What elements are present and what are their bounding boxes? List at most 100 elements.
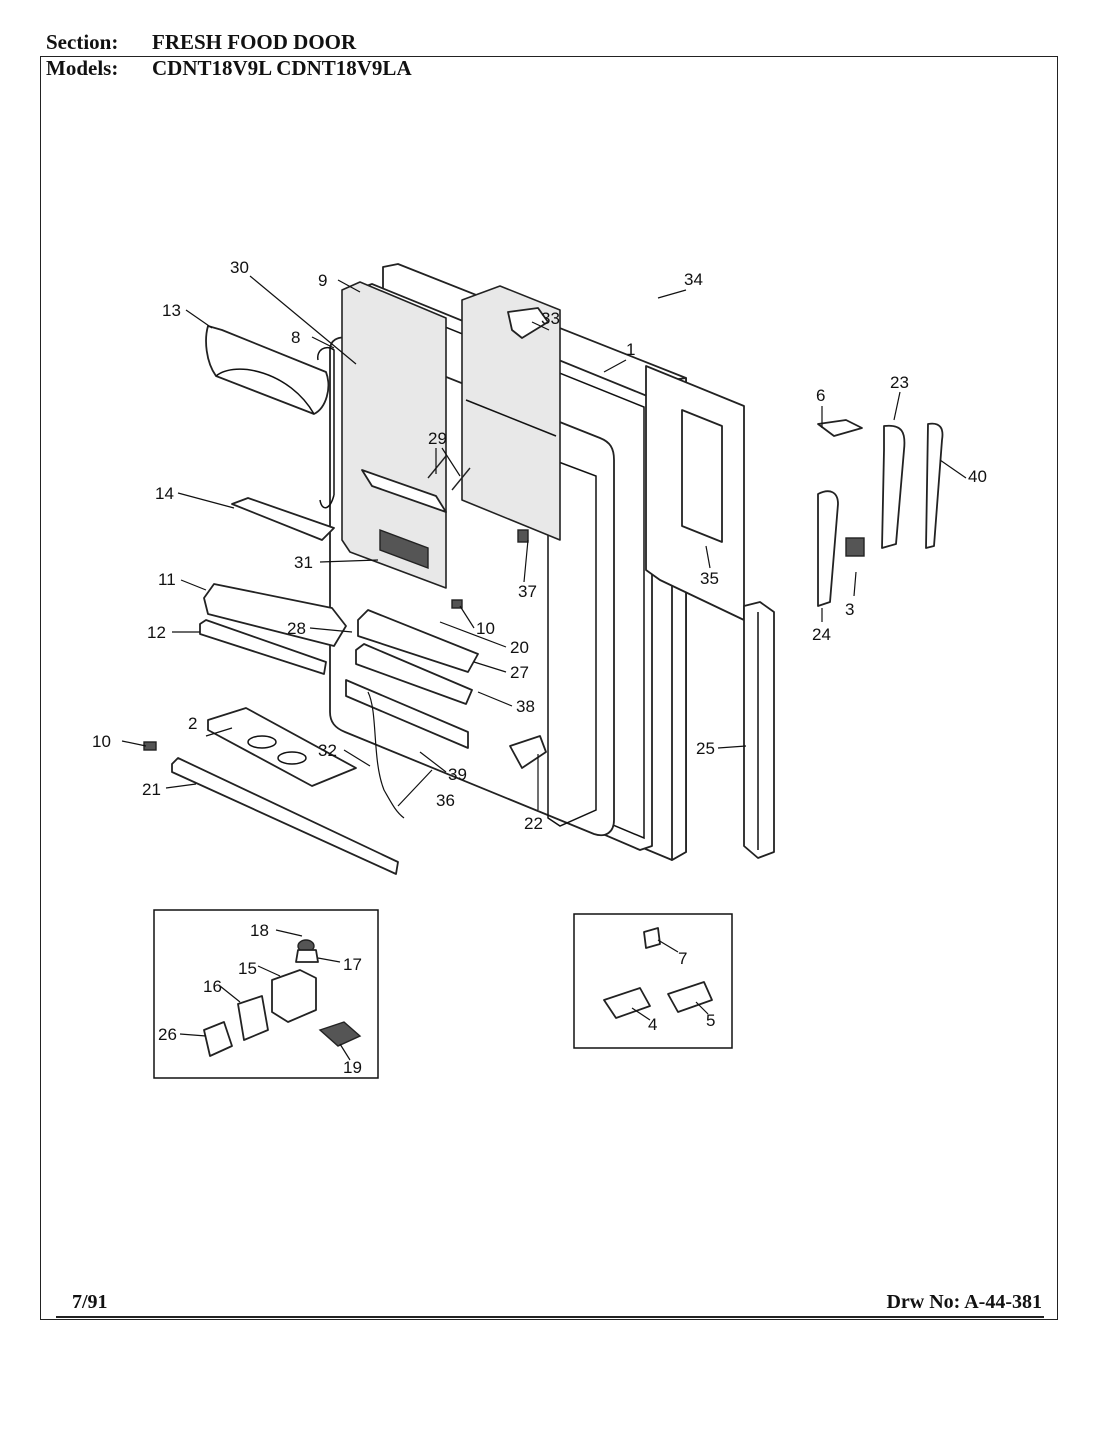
screw-b bbox=[451, 467, 471, 491]
callout-35: 35 bbox=[700, 569, 719, 588]
door-guard-insert bbox=[207, 707, 357, 787]
leader-33 bbox=[531, 321, 550, 331]
callout-29: 29 bbox=[428, 429, 447, 448]
callout-33: 33 bbox=[541, 309, 560, 328]
callout-26: 26 bbox=[158, 1025, 177, 1044]
door-stop-inset-box bbox=[573, 913, 733, 1049]
callout-38: 38 bbox=[516, 697, 535, 716]
leader-23 bbox=[893, 391, 901, 421]
hinge-plate bbox=[817, 419, 863, 437]
leader-38 bbox=[477, 691, 513, 707]
leader-34 bbox=[657, 289, 687, 299]
section-title: FRESH FOOD DOOR bbox=[152, 30, 357, 54]
section-label: Section: bbox=[46, 30, 119, 54]
leader-2 bbox=[205, 727, 233, 737]
models-label: Models: bbox=[46, 56, 119, 80]
callout-23: 23 bbox=[890, 373, 909, 392]
leader-30 bbox=[249, 275, 357, 365]
drawing-frame bbox=[40, 56, 1058, 1320]
callout-16: 16 bbox=[203, 977, 222, 996]
leader-13 bbox=[185, 309, 213, 329]
door-stop-right bbox=[603, 987, 651, 1019]
door-shelf-bin-upper bbox=[203, 583, 347, 647]
dairy-bin-contour bbox=[215, 368, 315, 415]
callout-13: 13 bbox=[162, 301, 181, 320]
leader-20 bbox=[439, 621, 507, 648]
callout-25: 25 bbox=[696, 739, 715, 758]
hinge-pin-bushing bbox=[295, 949, 319, 963]
callout-8: 8 bbox=[291, 328, 300, 347]
callout-10: 10 bbox=[476, 619, 495, 638]
retainer-clip-upper bbox=[451, 599, 463, 609]
callout-15: 15 bbox=[238, 959, 257, 978]
callout-4: 4 bbox=[648, 1015, 657, 1034]
leader-11 bbox=[180, 579, 207, 591]
leader-25 bbox=[717, 745, 747, 749]
leader-40 bbox=[939, 459, 967, 479]
leader-28 bbox=[309, 627, 353, 633]
handle-bracket bbox=[845, 537, 865, 557]
door-shelf-bin-lower bbox=[357, 609, 479, 673]
drawing-number: Drw No: A-44-381 bbox=[886, 1291, 1042, 1313]
dispenser-switch bbox=[517, 529, 529, 543]
callout-3: 3 bbox=[845, 600, 854, 619]
guard-hole-a bbox=[247, 735, 277, 749]
hinge-shim bbox=[237, 995, 269, 1041]
callout-12: 12 bbox=[147, 623, 166, 642]
footer-divider bbox=[56, 1316, 1044, 1318]
leader-16 bbox=[219, 985, 241, 1003]
leader-31 bbox=[319, 559, 379, 563]
leader-27 bbox=[473, 661, 507, 673]
door-handle bbox=[881, 424, 906, 549]
hinge-inset-box bbox=[153, 909, 379, 1079]
dispenser-display bbox=[379, 528, 429, 570]
callout-30: 30 bbox=[230, 258, 249, 277]
door-stop-left bbox=[667, 981, 713, 1013]
door-stop-pin bbox=[643, 927, 661, 949]
door-bottom-trim bbox=[171, 757, 399, 875]
dispenser-shelf-line bbox=[465, 399, 557, 437]
callout-21: 21 bbox=[142, 780, 161, 799]
leader-26 bbox=[179, 1033, 207, 1037]
hinge-bracket bbox=[271, 969, 317, 1023]
callout-5: 5 bbox=[706, 1011, 715, 1030]
callout-18: 18 bbox=[250, 921, 269, 940]
callout-6: 6 bbox=[816, 386, 825, 405]
guard-hole-b bbox=[277, 751, 307, 765]
inner-door-liner-contour bbox=[317, 346, 335, 509]
callout-1: 1 bbox=[626, 340, 635, 359]
liner-recess bbox=[547, 456, 597, 827]
screw-a bbox=[427, 455, 447, 479]
leader-37 bbox=[523, 539, 529, 583]
hinge-spacer bbox=[203, 1021, 233, 1057]
leader-35 bbox=[705, 545, 711, 569]
leader-3 bbox=[853, 571, 857, 597]
leader-4 bbox=[631, 1007, 651, 1021]
callout-34: 34 bbox=[684, 270, 703, 289]
section-header: Section: FRESH FOOD DOOR bbox=[46, 30, 356, 55]
hinge-cover bbox=[509, 735, 547, 769]
leader-10 bbox=[459, 605, 475, 629]
leader-14 bbox=[177, 492, 235, 509]
models-header: Models: CDNT18V9L CDNT18V9LA bbox=[46, 56, 412, 81]
leader-39 bbox=[419, 751, 447, 773]
callout-22: 22 bbox=[524, 814, 543, 833]
callout-20: 20 bbox=[510, 638, 529, 657]
dispenser-panel bbox=[341, 281, 447, 589]
callout-32: 32 bbox=[318, 741, 337, 760]
handle-lower-end bbox=[817, 490, 839, 607]
leader-9 bbox=[337, 279, 361, 293]
callout-36: 36 bbox=[436, 791, 455, 810]
dairy-bin bbox=[205, 325, 330, 415]
leader-32 bbox=[343, 749, 371, 767]
callout-7: 7 bbox=[678, 949, 687, 968]
models-list: CDNT18V9L CDNT18V9LA bbox=[152, 56, 412, 80]
leader-36 bbox=[397, 769, 433, 807]
wire-harness bbox=[367, 691, 405, 819]
bin-tray bbox=[345, 679, 469, 749]
callout-11: 11 bbox=[158, 570, 176, 589]
dispenser-cup bbox=[507, 307, 549, 339]
leader-18 bbox=[275, 929, 303, 937]
leader-7 bbox=[657, 939, 679, 953]
callout-17: 17 bbox=[343, 955, 362, 974]
